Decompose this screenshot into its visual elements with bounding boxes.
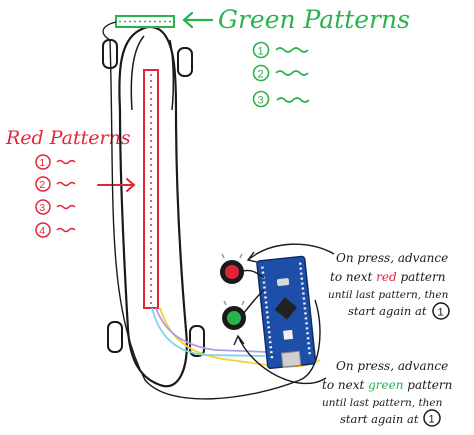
- red-note-line4: start again at: [348, 304, 427, 318]
- green-push-button: [222, 300, 246, 330]
- board-chip: [274, 297, 298, 320]
- board-pin-header-right: [298, 262, 312, 357]
- red-pattern-list: 1 2 3 4: [35, 154, 76, 238]
- red-note-arrow: [246, 243, 335, 263]
- top-right-wheel: [177, 47, 193, 77]
- red-led-strip: [143, 69, 159, 309]
- green-pattern-item: 1: [252, 41, 309, 59]
- red-label-arrow: [97, 178, 136, 192]
- green-button-note: On press, advance to next green pattern …: [322, 359, 452, 427]
- skateboard-deck-inner: [130, 35, 175, 111]
- red-pattern-item: 1: [35, 154, 76, 170]
- svg-text:1: 1: [40, 158, 46, 169]
- green-pattern-item: 2: [252, 64, 309, 82]
- green-note-arrow: [233, 334, 327, 385]
- green-note-line2: to next green pattern: [322, 378, 452, 392]
- svg-text:1: 1: [438, 307, 444, 319]
- wire-black-long: [109, 39, 321, 400]
- red-note-line2: to next red pattern: [330, 270, 446, 284]
- red-push-button: [220, 253, 244, 284]
- board-reset-button: [283, 329, 294, 340]
- red-pattern-item: 2: [35, 176, 76, 192]
- green-pattern-list: 1 2 3: [252, 41, 310, 108]
- red-note-line3: until last pattern, then: [328, 289, 449, 301]
- skateboard-deck-outline: [118, 25, 188, 388]
- svg-text:3: 3: [258, 95, 264, 107]
- red-button-note: On press, advance to next red pattern un…: [328, 251, 450, 320]
- green-pattern-item: 3: [252, 90, 310, 108]
- svg-text:2: 2: [258, 69, 264, 81]
- wire-cyan: [151, 307, 266, 357]
- wire-purple: [155, 307, 269, 353]
- svg-text:1: 1: [429, 414, 435, 426]
- svg-text:1: 1: [258, 46, 264, 58]
- board-usb-port: [280, 350, 302, 368]
- red-patterns-title: Red Patterns: [5, 127, 131, 149]
- board-crystal: [276, 278, 290, 286]
- svg-text:3: 3: [40, 203, 46, 214]
- green-strip-wire: [102, 21, 117, 41]
- green-note-line4: start again at: [340, 412, 419, 426]
- green-patterns-title: Green Patterns: [218, 5, 410, 34]
- arduino-nano-board: [256, 255, 317, 370]
- green-note-line3: until last pattern, then: [322, 397, 443, 409]
- green-note-line1: On press, advance: [336, 359, 448, 373]
- red-note-circled-number: 1: [432, 302, 450, 320]
- bottom-right-wheel: [189, 325, 205, 357]
- bottom-left-wheel: [107, 321, 123, 353]
- red-note-line1: On press, advance: [336, 251, 448, 265]
- green-label-arrow: [182, 11, 214, 29]
- svg-text:4: 4: [40, 226, 46, 237]
- board-pin-header-left: [261, 266, 274, 361]
- red-pattern-item: 3: [35, 199, 76, 215]
- green-led-strip: [115, 15, 175, 28]
- svg-text:2: 2: [40, 180, 46, 191]
- red-pattern-item: 4: [35, 222, 76, 238]
- green-note-circled-number: 1: [423, 409, 441, 427]
